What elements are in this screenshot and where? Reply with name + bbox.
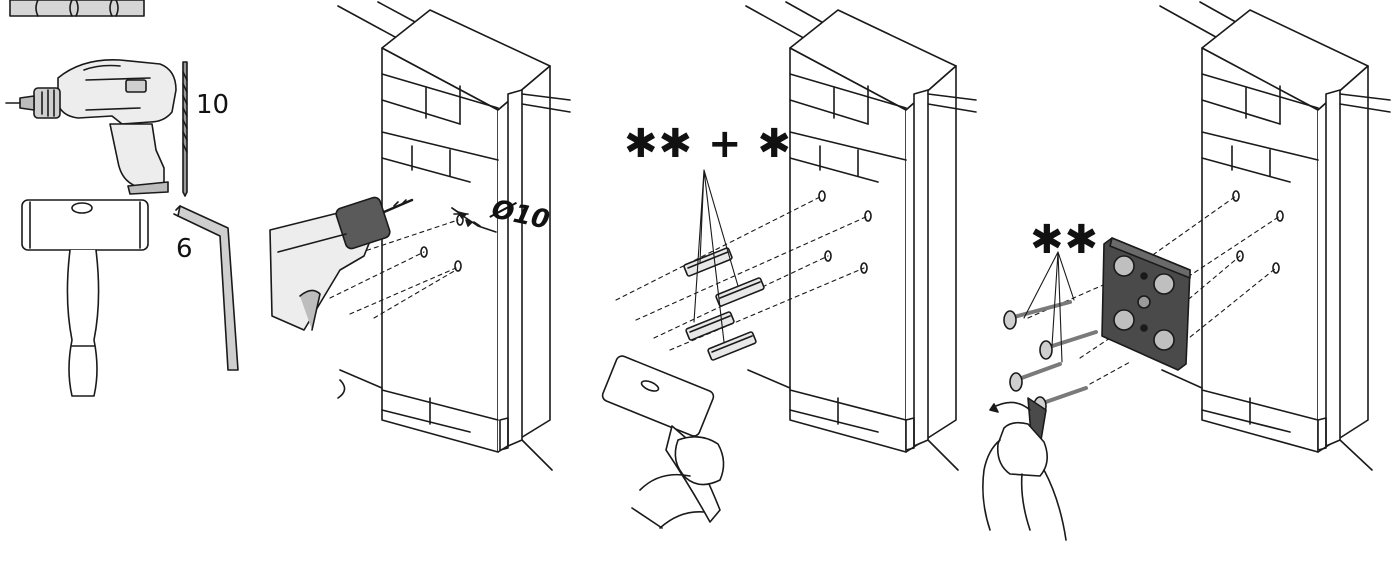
guide-lines-step3: [1027, 195, 1281, 385]
step1-wall: [337, 1, 571, 471]
mounting-plate: [1101, 237, 1191, 371]
parts-marker-step2: ✱✱ + ✱: [624, 121, 792, 167]
diameter-mark: [451, 207, 497, 233]
drill-bit-size-label: 10: [196, 90, 230, 120]
tile-icon: [9, 0, 145, 17]
power-drill-icon: [5, 59, 177, 195]
screws: [1003, 300, 1098, 416]
callout-lines-step2: [693, 169, 739, 343]
parts-marker-step3: ✱✱: [1030, 217, 1100, 263]
step1-drill: [269, 196, 414, 331]
step2-holes: [818, 190, 872, 274]
hex-key-icon: [173, 205, 239, 371]
wall-anchors: [683, 247, 765, 361]
callout-lines-step3: [1023, 251, 1075, 363]
mallet-icon: [21, 199, 149, 397]
step2-wall: [745, 1, 977, 471]
hex-key-size-label: 6: [176, 234, 193, 264]
drill-bit-icon: [182, 61, 188, 197]
step3-hand-with-key: [982, 397, 1067, 541]
step2-hammer-and-hand: [601, 355, 725, 529]
step3-wall: [1159, 1, 1391, 471]
step3-holes: [1232, 190, 1284, 274]
